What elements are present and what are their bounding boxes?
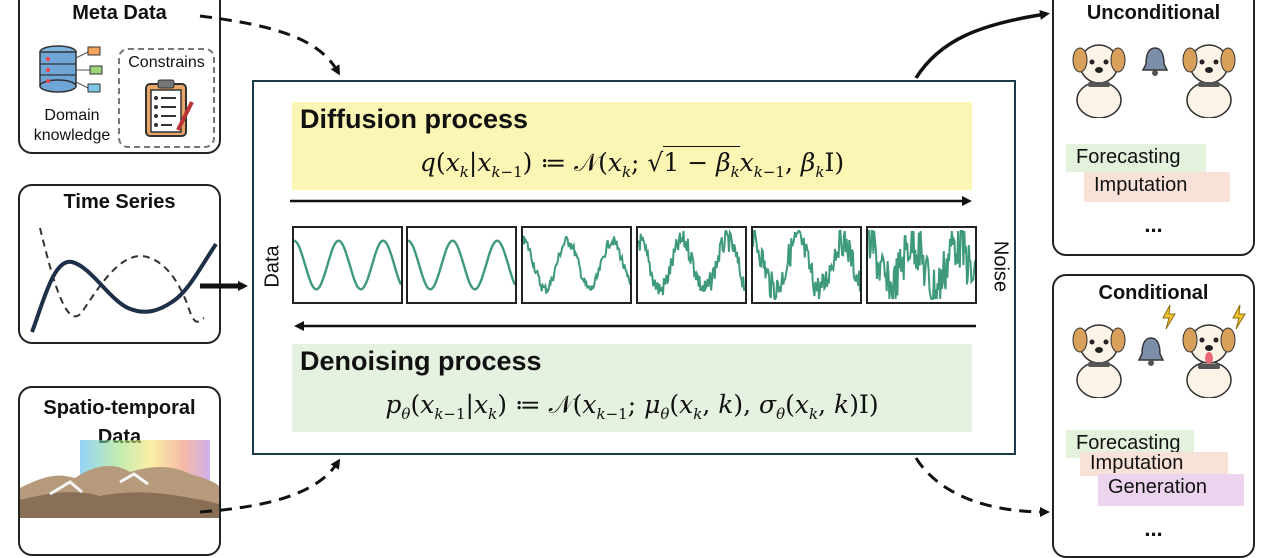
dog-icon xyxy=(1072,44,1126,118)
conditional-title: Conditional xyxy=(1098,282,1209,304)
wave-signal xyxy=(408,239,515,291)
denoising-band: Denoising process pθ(xk−1|xk) ≔ 𝒩(xk−1; … xyxy=(292,344,972,432)
dog-icon xyxy=(1182,324,1236,398)
conditional-box: Conditional Forecasting Imputation Gener… xyxy=(1052,274,1255,558)
wave-panel-2 xyxy=(406,226,517,304)
spatio-temporal-box: Spatio-temporal Data xyxy=(18,386,221,556)
wave-line xyxy=(753,229,860,301)
conditional-task-generation: Generation xyxy=(1098,474,1244,506)
denoising-title: Denoising process xyxy=(300,346,542,376)
diffusion-title: Diffusion process xyxy=(300,104,529,134)
wave-line xyxy=(638,229,745,296)
terrain-icon xyxy=(20,440,219,518)
wave-signal xyxy=(294,239,401,291)
time-series-plot xyxy=(30,227,218,333)
wave-panel-6 xyxy=(866,226,977,304)
meta-data-title: Meta Data xyxy=(72,2,167,24)
conditional-more: ... xyxy=(1144,516,1163,541)
data-label: Data xyxy=(261,245,284,288)
diffusion-band: Diffusion process q(xk|xk−1) ≔ 𝒩(xk; √1 … xyxy=(292,102,972,190)
dog-icon xyxy=(1182,44,1236,118)
bell-icon xyxy=(1137,337,1165,366)
clipboard-icon xyxy=(145,79,194,137)
wave-signal xyxy=(868,230,975,300)
wave-signal xyxy=(753,229,860,301)
unconditional-task-forecasting: Forecasting xyxy=(1066,144,1206,172)
diffusion-formula: q(xk|xk−1) ≔ 𝒩(xk; √1 − βkxk−1, βkI) xyxy=(419,146,845,181)
unconditional-box: Unconditional Forecasting Imputation ... xyxy=(1052,0,1255,256)
database-icon xyxy=(39,45,103,93)
bell-icon xyxy=(1141,47,1169,76)
lightning-icon xyxy=(1232,304,1246,330)
constrains-label: Constrains xyxy=(128,54,205,71)
meta-data-box: Meta Data Domain knowledge Constrains xyxy=(18,0,221,154)
wave-signal xyxy=(523,235,630,294)
lightning-icon xyxy=(1162,304,1176,330)
unconditional-title: Unconditional xyxy=(1086,2,1221,24)
diffusion-model-box: Diffusion process q(xk|xk−1) ≔ 𝒩(xk; √1 … xyxy=(252,80,1016,455)
wave-panel-4 xyxy=(636,226,747,304)
wave-line xyxy=(523,235,630,294)
time-series-box: Time Series xyxy=(18,184,221,344)
unconditional-more: ... xyxy=(1144,212,1163,237)
model-to-unconditional-arrow xyxy=(914,9,1050,79)
wave-line xyxy=(408,239,515,291)
constrains-box: Constrains xyxy=(118,48,215,148)
wave-line xyxy=(868,230,975,300)
noise-label: Noise xyxy=(989,240,1012,293)
dog-icon xyxy=(1072,324,1126,398)
unconditional-task-imputation: Imputation xyxy=(1084,172,1230,202)
wave-line xyxy=(294,239,401,291)
model-to-conditional-arrow xyxy=(914,457,1050,517)
wave-signal xyxy=(638,229,745,296)
wave-panel-1 xyxy=(292,226,403,304)
wave-panel-3 xyxy=(521,226,632,304)
domain-knowledge-label: Domain knowledge xyxy=(33,107,111,144)
time-series-title: Time Series xyxy=(63,191,176,213)
denoising-formula: pθ(xk−1|xk) ≔ 𝒩(xk−1; μθ(xk, k), σθ(xk, … xyxy=(385,390,879,423)
wave-panel-5 xyxy=(751,226,862,304)
conditional-task-imputation: Imputation xyxy=(1080,452,1228,476)
